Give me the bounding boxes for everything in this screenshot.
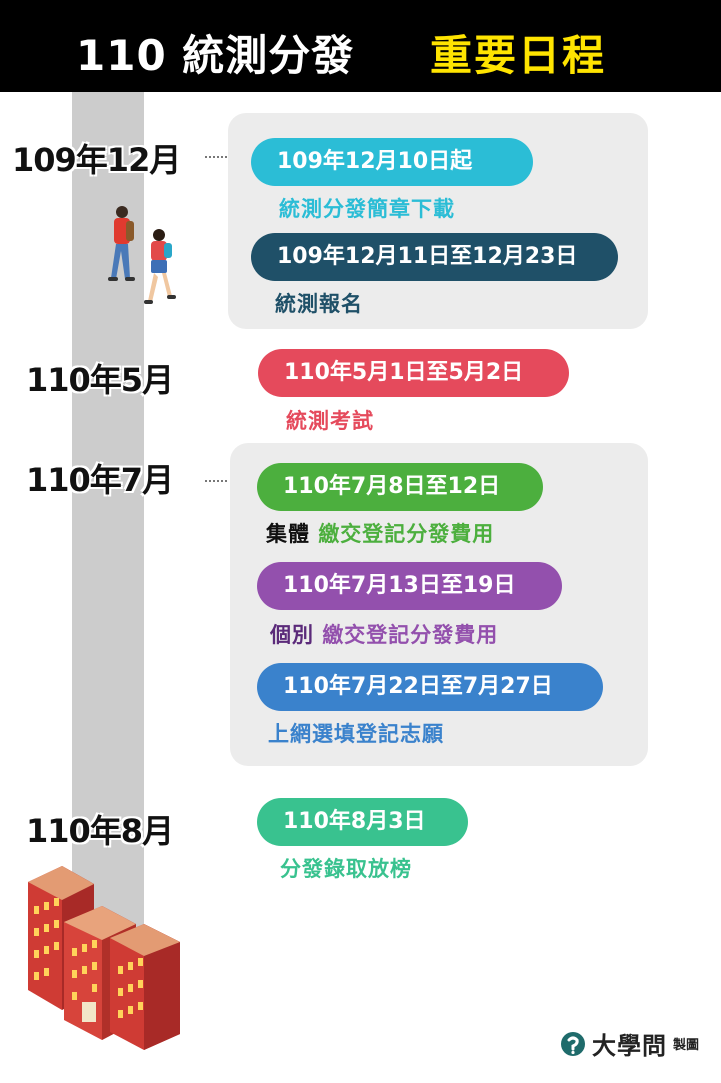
month-label: 109年12月 <box>12 141 181 179</box>
event-text: 統測分發簡章下載 <box>279 197 455 221</box>
event-text: 分發錄取放榜 <box>280 857 412 881</box>
event-description: 統測分發簡章下載 <box>279 193 455 223</box>
month-label: 110年7月 <box>26 461 174 499</box>
dotted-connector <box>205 480 227 482</box>
event-description: 個別 繳交登記分發費用 <box>270 619 498 649</box>
event-text: 上網選填登記志願 <box>268 722 444 746</box>
daxuewen-logo-icon <box>560 1031 585 1056</box>
event-date-pill: 110年8月3日 <box>257 798 468 846</box>
event-text: 繳交登記分發費用 <box>322 623 499 647</box>
students-walking-illustration <box>108 206 176 304</box>
event-prefix: 個別 <box>270 623 314 647</box>
event-text: 統測報名 <box>275 292 363 316</box>
event-date-pill: 109年12月11日至12月23日 <box>251 233 618 281</box>
event-description: 統測報名 <box>275 288 363 318</box>
title-highlight: 重要日程 <box>430 31 607 80</box>
month-label: 110年8月 <box>26 812 174 850</box>
dotted-connector <box>205 156 227 158</box>
event-description: 集體 繳交登記分發費用 <box>266 518 494 548</box>
made-by-label: 製圖 <box>672 1038 699 1053</box>
event-text: 繳交登記分發費用 <box>318 522 495 546</box>
event-date-pill: 110年5月1日至5月2日 <box>258 349 569 397</box>
title-main: 110 統測分發 <box>76 31 355 80</box>
brand-name: 大學問 <box>591 1032 667 1060</box>
footer-credit: 大學問 製圖 <box>560 1026 699 1061</box>
event-description: 分發錄取放榜 <box>280 853 412 883</box>
event-text: 統測考試 <box>286 409 374 433</box>
event-prefix: 集體 <box>266 522 310 546</box>
event-description: 上網選填登記志願 <box>268 718 444 748</box>
event-date-pill: 110年7月8日至12日 <box>257 463 543 511</box>
header-banner: 110 統測分發 重要日程 <box>0 0 721 92</box>
university-building-illustration <box>28 866 180 1050</box>
event-date-pill: 110年7月13日至19日 <box>257 562 562 610</box>
event-date-pill: 109年12月10日起 <box>251 138 533 186</box>
month-label: 110年5月 <box>26 361 174 399</box>
event-date-pill: 110年7月22日至7月27日 <box>257 663 603 711</box>
event-description: 統測考試 <box>286 405 374 435</box>
